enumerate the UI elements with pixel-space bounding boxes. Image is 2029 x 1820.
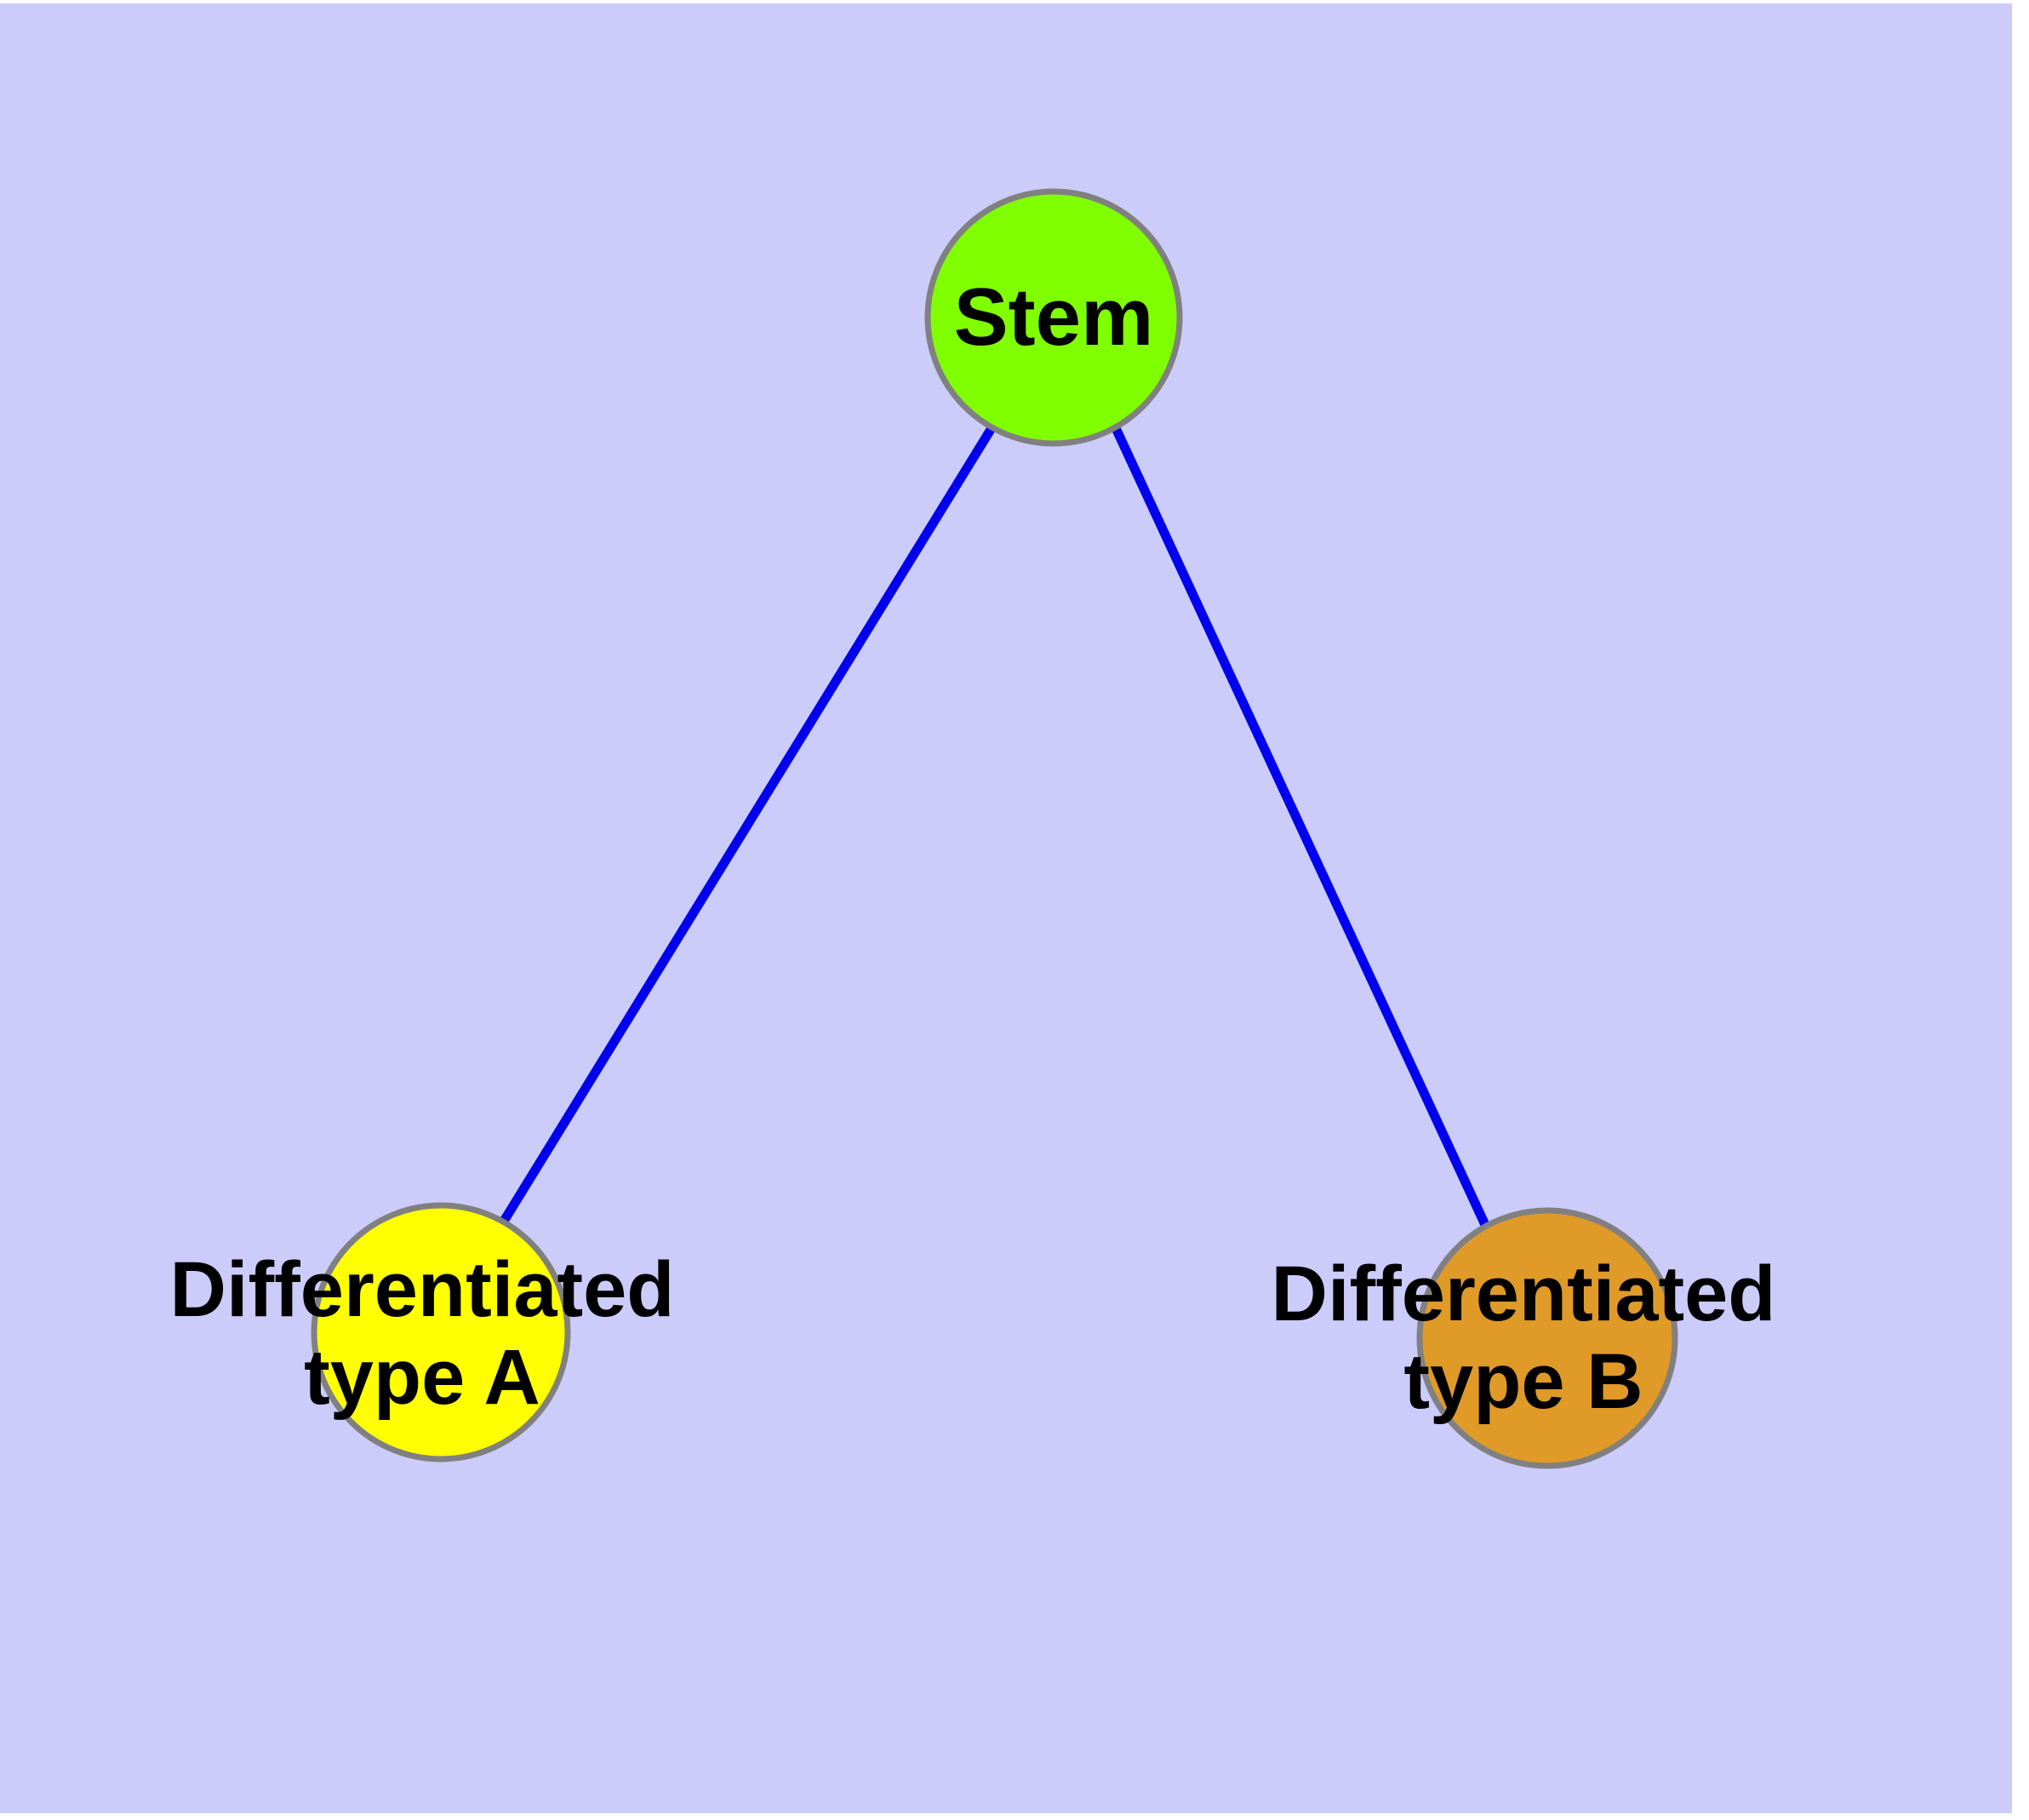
node-stem[interactable] bbox=[924, 188, 1183, 447]
node-differentiated-type-a[interactable] bbox=[311, 1202, 571, 1462]
edge-layer bbox=[499, 426, 1490, 1229]
node-differentiated-type-b[interactable] bbox=[1416, 1207, 1678, 1469]
node-layer bbox=[311, 188, 1678, 1469]
edge-stem-to-differentiated-a bbox=[499, 426, 996, 1225]
edge-stem-to-differentiated-b bbox=[1112, 426, 1490, 1229]
